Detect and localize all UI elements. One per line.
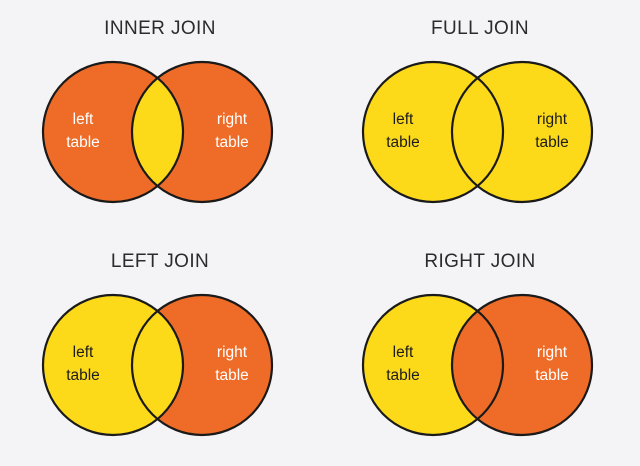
left-table-label-line1: left	[393, 111, 414, 128]
venn-full-join: left table right table	[361, 60, 594, 204]
panel-title-left-join: LEFT JOIN	[110, 251, 210, 272]
right-table-label-line2: table	[215, 367, 249, 384]
overlap-region	[452, 62, 503, 202]
left-circle-outline	[361, 60, 505, 204]
panel-title-inner-join: INNER JOIN	[104, 18, 216, 39]
right-table-label-line2: table	[535, 367, 569, 384]
left-table-label-line2: table	[386, 134, 420, 151]
left-circle-outline	[41, 60, 185, 204]
panel-title-full-join: FULL JOIN	[431, 18, 529, 39]
left-table-label-line1: left	[393, 344, 414, 361]
overlap-region	[132, 295, 183, 435]
right-table-label-line1: right	[217, 344, 248, 361]
panel-right-join: RIGHT JOIN left table right table	[320, 233, 640, 466]
venn-right-join: left table right table	[361, 293, 594, 437]
right-circle-outline	[450, 293, 594, 437]
panel-left-join: LEFT JOIN left table right table	[0, 233, 320, 466]
right-table-label-line1: right	[217, 111, 248, 128]
left-table-label-line2: table	[386, 367, 420, 384]
overlap-region	[452, 295, 503, 435]
right-circle-outline	[130, 60, 274, 204]
left-table-label-line2: table	[66, 367, 100, 384]
right-circle-outline	[130, 293, 274, 437]
right-table-label-line2: table	[535, 134, 569, 151]
right-table-label-line1: right	[537, 111, 568, 128]
left-table-label-line1: left	[73, 344, 94, 361]
venn-inner-join: left table right table	[41, 60, 274, 204]
panel-full-join: FULL JOIN left table right table	[320, 0, 640, 233]
venn-left-join: left table right table	[41, 293, 274, 437]
right-table-label-line2: table	[215, 134, 249, 151]
panel-title-right-join: RIGHT JOIN	[424, 251, 536, 272]
left-circle-outline	[41, 293, 185, 437]
right-circle-outline	[450, 60, 594, 204]
overlap-region	[132, 62, 183, 202]
left-circle-outline	[361, 293, 505, 437]
left-table-label-line2: table	[66, 134, 100, 151]
panel-inner-join: INNER JOIN left table right table	[0, 0, 320, 233]
right-table-label-line1: right	[537, 344, 568, 361]
left-table-label-line1: left	[73, 111, 94, 128]
